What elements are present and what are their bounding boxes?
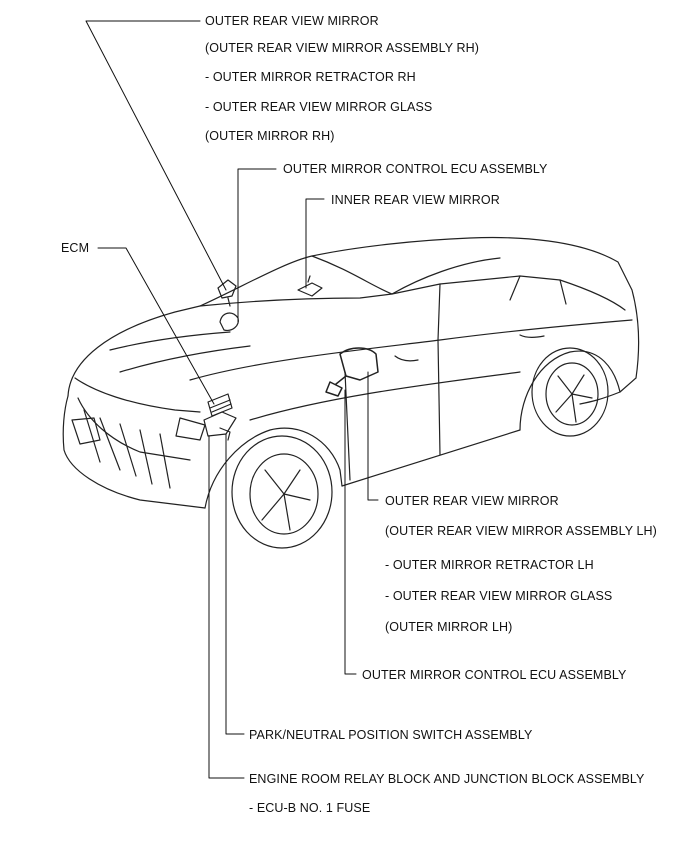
lh-outer-mirror-label: (OUTER MIRROR LH) [385, 620, 513, 634]
pn-switch-label: PARK/NEUTRAL POSITION SWITCH ASSEMBLY [249, 728, 533, 742]
rh-mirror-glass-label: - OUTER REAR VIEW MIRROR GLASS [205, 100, 433, 114]
rh-mirror-assembly-label: (OUTER REAR VIEW MIRROR ASSEMBLY RH) [205, 41, 480, 55]
mirror-ecu-lh-label: OUTER MIRROR CONTROL ECU ASSEMBLY [362, 668, 627, 682]
rear-wheel [531, 347, 609, 437]
rh-mirror-label: OUTER REAR VIEW MIRROR [205, 14, 379, 28]
lh-mirror-glass-label: - OUTER REAR VIEW MIRROR GLASS [385, 589, 613, 603]
lh-mirror-retractor-label: - OUTER MIRROR RETRACTOR LH [385, 558, 594, 572]
inner-mirror-label: INNER REAR VIEW MIRROR [331, 193, 500, 207]
fuse-label: - ECU-B NO. 1 FUSE [249, 801, 371, 815]
inner-mirror-part [297, 275, 323, 297]
rh-mirror-retractor-label: - OUTER MIRROR RETRACTOR RH [205, 70, 416, 84]
lh-mirror-label: OUTER REAR VIEW MIRROR [385, 494, 559, 508]
ecm-part [203, 393, 237, 441]
relay-block-label: ENGINE ROOM RELAY BLOCK AND JUNCTION BLO… [249, 772, 645, 786]
rh-outer-mirror-label: (OUTER MIRROR RH) [205, 129, 335, 143]
car-body-outline [62, 236, 640, 509]
mirror-ecu-rh-label: OUTER MIRROR CONTROL ECU ASSEMBLY [283, 162, 548, 176]
leader-lines [85, 20, 379, 779]
rh-mirror-part [217, 279, 237, 307]
car-front-fascia [71, 377, 206, 489]
lh-mirror-assembly-label: (OUTER REAR VIEW MIRROR ASSEMBLY LH) [385, 524, 657, 538]
rh-mirror-ecu-part [219, 312, 239, 331]
front-wheel [231, 435, 333, 549]
lh-mirror-part [325, 347, 379, 397]
ecm-label: ECM [61, 241, 90, 255]
